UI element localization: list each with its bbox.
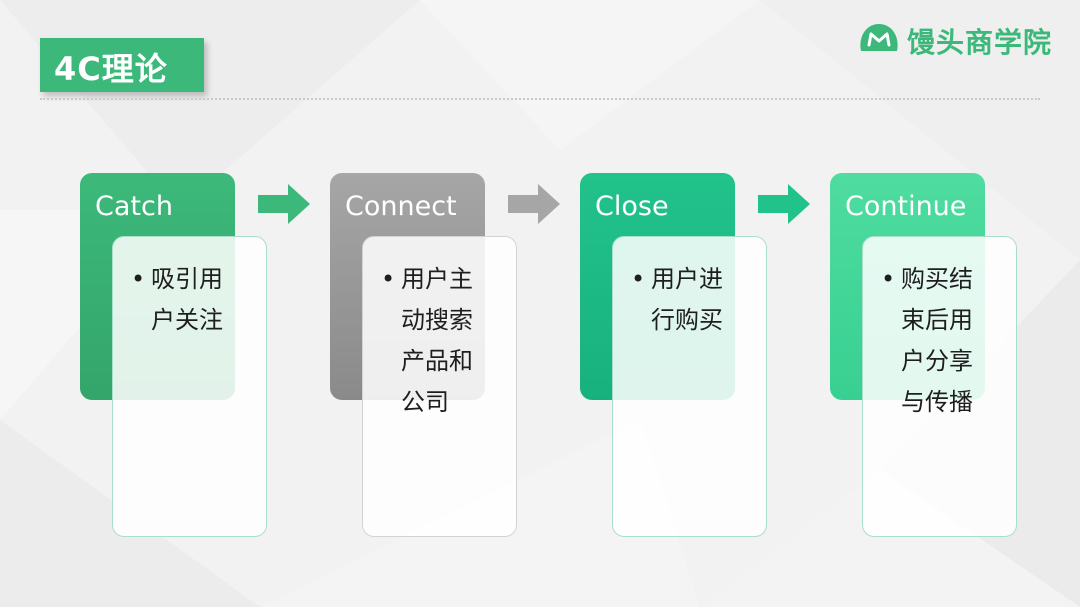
stage-connect: Connect • 用户主动搜索产品和公司 [330,173,520,539]
stage-title: Close [595,191,669,222]
bullet-dot-icon: • [131,265,146,293]
bullet-dot-icon: • [881,265,896,293]
logo-text: 馒头商学院 [907,26,1053,59]
bullet-text: 购买结束后用户分享与传播 [901,265,973,416]
bullet-dot-icon: • [631,265,646,293]
stage-title: Connect [345,191,457,222]
title-divider [40,98,1040,100]
stage-card: • 购买结束后用户分享与传播 [862,236,1017,537]
stage-title: Continue [845,191,967,222]
arrow-right-icon [508,184,560,224]
bullet-text: 用户进行购买 [651,265,723,334]
stage-title: Catch [95,191,173,222]
bullet-text: 用户主动搜索产品和公司 [401,265,473,416]
arrow-right-icon [258,184,310,224]
stage-card: • 用户进行购买 [612,236,767,537]
stage-card: • 用户主动搜索产品和公司 [362,236,517,537]
stage-continue: Continue • 购买结束后用户分享与传播 [830,173,1020,539]
bullet-dot-icon: • [381,265,396,293]
stage-card: • 吸引用户关注 [112,236,267,537]
bullet-text: 吸引用户关注 [151,265,223,334]
arrow-right-icon [758,184,810,224]
mantou-logo-icon [860,24,898,51]
page-title: 4C理论 [54,50,168,88]
stage-close: Close • 用户进行购买 [580,173,770,539]
page-title-badge: 4C理论 [40,38,204,92]
stage-catch: Catch • 吸引用户关注 [80,173,270,539]
